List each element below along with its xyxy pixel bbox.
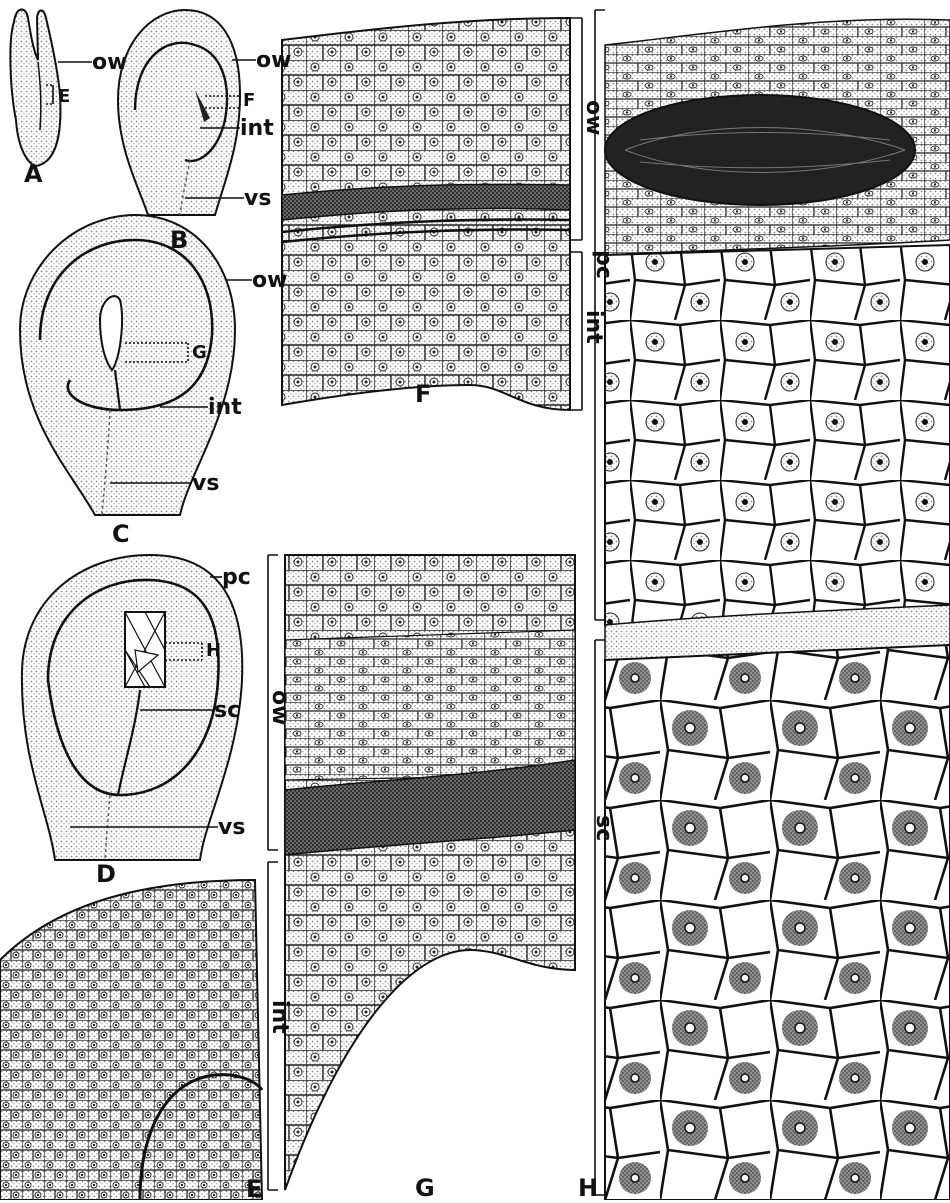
label-int-b: int xyxy=(240,118,274,140)
label-pc-h: pc xyxy=(592,250,614,279)
label-h-region: H xyxy=(206,642,221,660)
panel-label-b: B xyxy=(170,228,188,252)
panel-label-d: D xyxy=(96,862,116,886)
label-pc-d: pc xyxy=(222,567,251,589)
label-vs-c: vs xyxy=(192,473,219,495)
label-sc-d: sc xyxy=(214,700,240,722)
label-g-region: G xyxy=(192,344,207,362)
label-ow-b: ow xyxy=(256,50,291,72)
label-e-region: E xyxy=(58,88,70,106)
label-int-c: int xyxy=(208,397,242,419)
label-ow-f: ow xyxy=(582,100,604,135)
panel-label-c: C xyxy=(112,522,130,546)
panel-c-drawing xyxy=(20,215,235,515)
panel-label-a: A xyxy=(24,162,43,186)
panel-label-h: H xyxy=(578,1176,598,1200)
panel-label-f: F xyxy=(415,382,431,406)
label-vs-b: vs xyxy=(244,188,271,210)
label-int-g: int xyxy=(268,1000,290,1034)
panel-d-drawing xyxy=(22,555,242,860)
panel-label-e: E xyxy=(246,1177,262,1201)
label-ow-a: ow xyxy=(92,52,127,74)
label-f-region: F xyxy=(243,92,255,110)
label-int-f: int xyxy=(582,310,604,344)
panel-f-drawing xyxy=(282,18,570,410)
panel-b-drawing xyxy=(118,10,240,215)
panel-h-drawing xyxy=(605,0,950,1200)
label-sc-h: sc xyxy=(592,815,614,841)
label-ow-c: ow xyxy=(252,270,287,292)
label-ow-g: ow xyxy=(268,690,290,725)
panel-e-drawing xyxy=(0,880,262,1200)
label-vs-d: vs xyxy=(218,817,245,839)
panel-label-g: G xyxy=(415,1176,435,1200)
panel-g-drawing xyxy=(285,555,575,1190)
